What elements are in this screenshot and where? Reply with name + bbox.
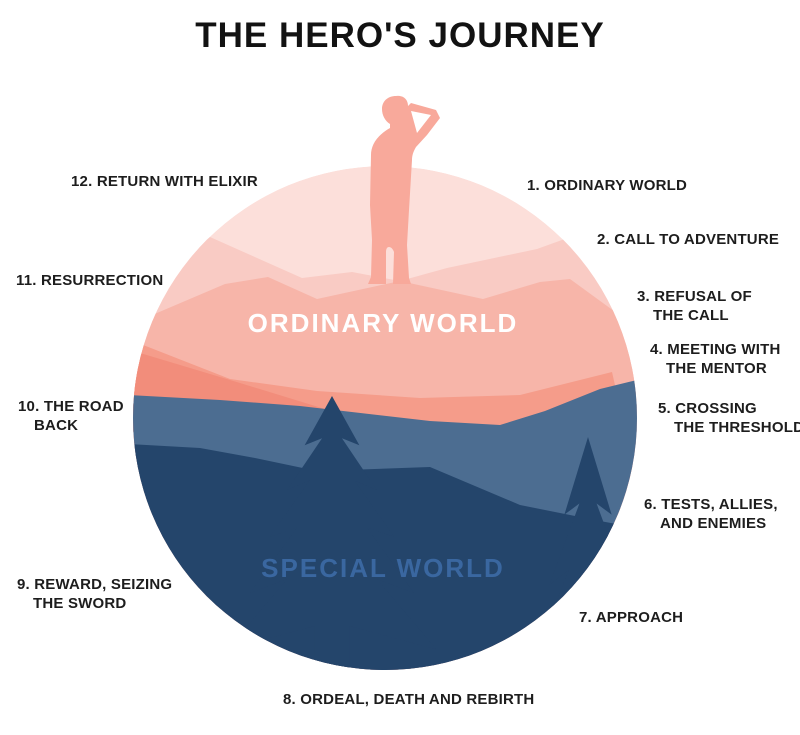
stage-label-11: 11. RESURRECTION <box>16 272 164 289</box>
stage-label-2: 2. CALL TO ADVENTURE <box>597 231 780 248</box>
circle-scene <box>133 166 637 670</box>
stage-label-8: 8. ORDEAL, DEATH AND REBIRTH <box>283 691 535 708</box>
stage-label-10: 10. THE ROAD BACK <box>18 398 124 434</box>
ordinary-world-label: ORDINARY WORLD <box>247 308 519 338</box>
stage-label-12: 12. RETURN WITH ELIXIR <box>71 173 258 190</box>
stage-label-9: 9. REWARD, SEIZING THE SWORD <box>17 576 173 612</box>
stage-label-4: 4. MEETING WITH THE MENTOR <box>650 341 781 377</box>
stage-label-5: 5. CROSSING THE THRESHOLD <box>658 400 800 436</box>
navy-hill-band <box>133 443 637 670</box>
page-title: THE HERO'S JOURNEY <box>195 16 605 55</box>
stage-label-1: 1. ORDINARY WORLD <box>527 177 688 194</box>
special-world-label: SPECIAL WORLD <box>261 553 505 583</box>
hero-silhouette <box>368 95 440 284</box>
stage-label-6: 6. TESTS, ALLIES, AND ENEMIES <box>644 496 778 532</box>
stage-label-7: 7. APPROACH <box>579 609 684 626</box>
stage-label-3: 3. REFUSAL OF THE CALL <box>637 288 752 324</box>
